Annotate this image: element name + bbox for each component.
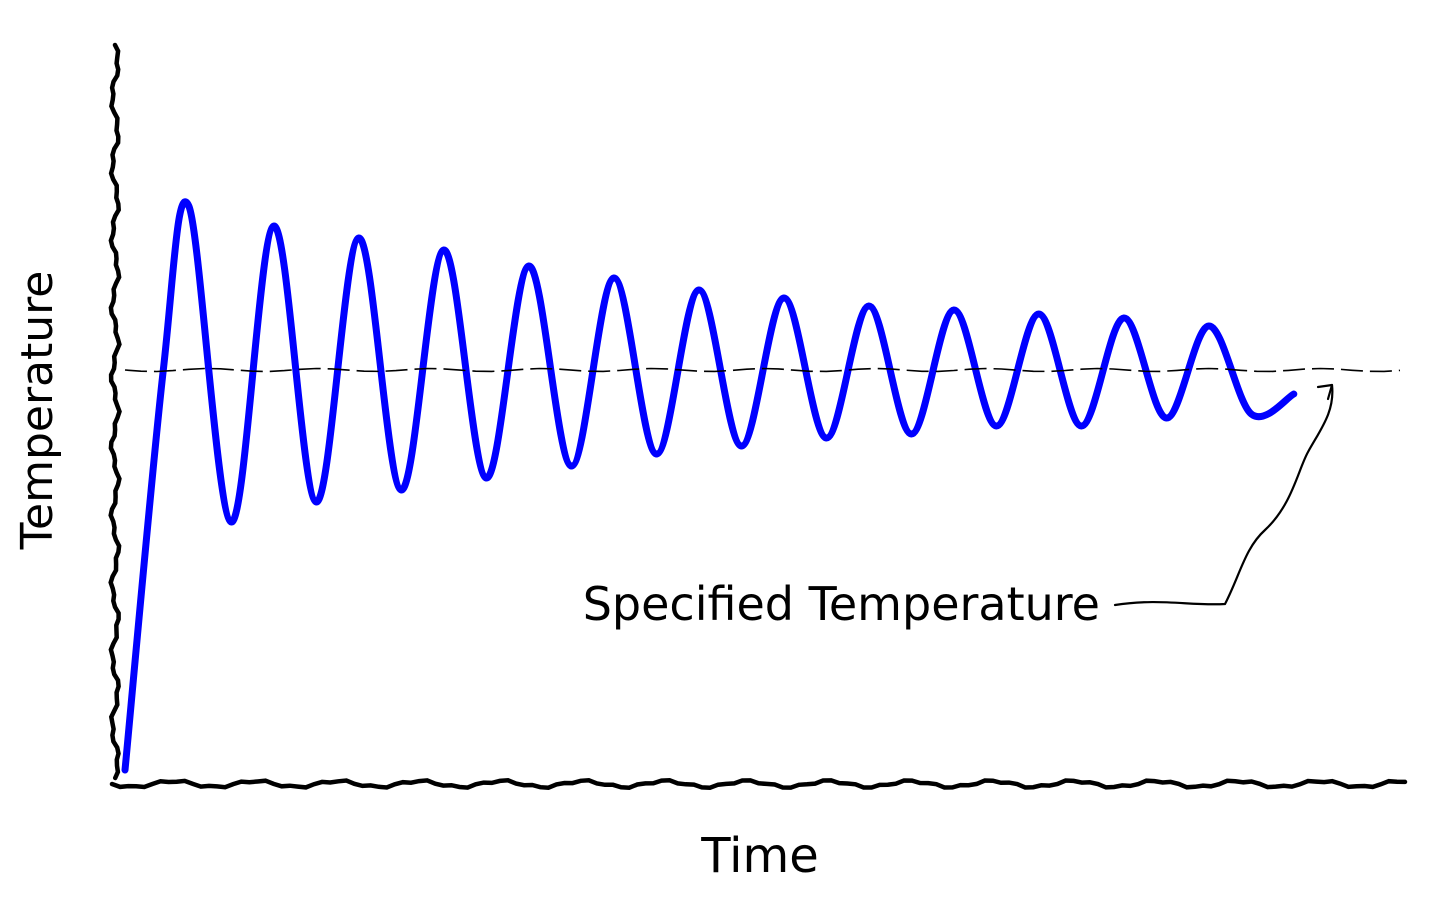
annotation-arrow-line [1113,383,1334,607]
axes [108,42,1408,790]
specified-temperature-label: Specified Temperature [583,577,1100,631]
annotation-arrow-head [1316,383,1334,401]
y-axis-line [108,42,122,781]
x-axis-line [109,778,1408,790]
y-axis-label: Temperature [12,271,63,551]
series-layer [121,198,1401,774]
specified-temperature-line [124,367,1401,373]
x-axis-label: Time [700,828,818,884]
temperature-series-line [121,198,1298,774]
annotation-layer [1113,383,1334,607]
